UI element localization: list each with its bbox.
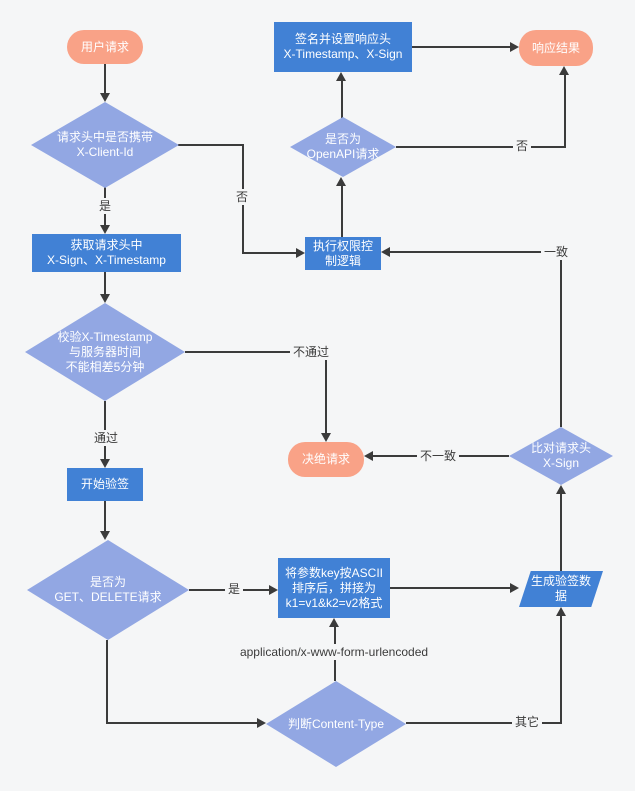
edge-arrowhead: [336, 72, 346, 81]
edge-segment: [242, 252, 297, 254]
node-label: 决绝请求: [301, 452, 350, 466]
edge-segment: [390, 251, 561, 253]
node-label: 请求头中是否携带: [56, 130, 153, 144]
edge-segment: [564, 74, 566, 147]
node-sign-response: 签名并设置响应头 X-Timestamp、X-Sign: [274, 22, 412, 72]
node-label: 是否为: [324, 132, 361, 146]
node-label: 比对请求头: [530, 441, 591, 455]
node-check-content-type: 判断Content-Type: [266, 681, 406, 767]
node-reject-request: 决绝请求: [288, 442, 364, 477]
node-label: 排序后，拼接为: [291, 580, 376, 595]
node-label: OpenAPI请求: [306, 147, 380, 161]
edge-arrowhead: [336, 177, 346, 186]
edge-segment: [185, 351, 327, 353]
edge-segment: [178, 144, 244, 146]
node-start-verify: 开始验签: [67, 468, 143, 501]
edge-arrowhead: [559, 66, 569, 75]
edge-segment: [560, 252, 562, 427]
edge-arrowhead: [269, 585, 278, 595]
edge-label-pass: 通过: [90, 430, 122, 446]
edge-arrowhead: [510, 42, 519, 52]
edge-label-yes: 是: [224, 581, 244, 597]
edge-arrowhead: [100, 225, 110, 234]
edge-label-match: 一致: [540, 244, 572, 260]
edge-segment: [106, 640, 108, 724]
edge-segment: [341, 80, 343, 118]
node-label: GET、DELETE请求: [54, 590, 162, 604]
node-response-result: 响应结果: [519, 30, 593, 66]
node-label: 响应结果: [531, 40, 580, 55]
edge-segment: [325, 351, 327, 434]
edge-label-other: 其它: [511, 714, 543, 730]
edge-segment: [104, 272, 106, 295]
node-label: 制逻辑: [324, 253, 361, 268]
edge-segment: [390, 587, 511, 589]
edge-label-fail: 不通过: [289, 344, 333, 360]
node-label: 生成验签数: [530, 574, 591, 588]
node-is-openapi: 是否为 OpenAPI请求: [290, 117, 396, 177]
edge-label-no: 否: [512, 138, 532, 154]
edge-segment: [341, 185, 343, 237]
node-label: 判断Content-Type: [287, 716, 385, 731]
node-label: X-Sign、X-Timestamp: [47, 253, 166, 267]
edge-segment: [560, 493, 562, 571]
edge-arrowhead: [556, 485, 566, 494]
node-label: 开始验签: [80, 477, 129, 491]
node-label: 用户请求: [80, 39, 129, 54]
node-verify-timestamp: 校验X-Timestamp 与服务器时间 不能相差5分钟: [25, 303, 185, 401]
node-exec-permission: 执行权限控 制逻辑: [305, 237, 381, 270]
node-label: X-Sign: [542, 456, 580, 470]
edge-arrowhead: [257, 718, 266, 728]
edge-arrowhead: [321, 433, 331, 442]
edge-arrowhead: [100, 294, 110, 303]
node-check-client-id: 请求头中是否携带 X-Client-Id: [31, 102, 179, 188]
node-get-headers: 获取请求头中 X-Sign、X-Timestamp: [32, 234, 181, 272]
edge-segment: [560, 616, 562, 724]
node-label: X-Timestamp、X-Sign: [283, 47, 403, 61]
node-gen-sign-data: 生成验签数 据: [519, 571, 603, 607]
edge-label-yes: 是: [95, 198, 115, 214]
edge-arrowhead: [100, 93, 110, 102]
edge-segment: [406, 722, 562, 724]
node-is-get-delete: 是否为 GET、DELETE请求: [27, 540, 189, 640]
edge-label-mismatch: 不一致: [416, 448, 460, 464]
edge-arrowhead: [100, 459, 110, 468]
edge-label-no: 否: [232, 189, 252, 205]
edge-arrowhead: [381, 247, 390, 257]
edge-arrowhead: [510, 583, 519, 593]
node-label: 据: [554, 589, 567, 603]
node-label: 不能相差5分钟: [65, 359, 145, 374]
node-sort-params: 将参数key按ASCII 排序后，拼接为 k1=v1&k2=v2格式: [278, 558, 390, 618]
edge-arrowhead: [364, 451, 373, 461]
edge-segment: [396, 146, 566, 148]
edge-arrowhead: [556, 607, 566, 616]
node-label: 将参数key按ASCII: [284, 565, 384, 580]
edge-segment: [104, 501, 106, 532]
node-label: 获取请求头中: [70, 238, 143, 252]
node-label: 是否为: [89, 575, 126, 589]
node-label: k1=v1&k2=v2格式: [285, 595, 383, 610]
edge-segment: [412, 46, 512, 48]
edge-label-form-urlencoded: application/x-www-form-urlencoded: [236, 644, 432, 660]
node-label: 签名并设置响应头: [294, 32, 391, 46]
edge-arrowhead: [100, 531, 110, 540]
edge-segment: [104, 64, 106, 94]
edge-arrowhead: [329, 618, 339, 627]
edge-segment: [106, 722, 258, 724]
node-compare-sign: 比对请求头 X-Sign: [509, 427, 613, 485]
node-label: 校验X-Timestamp: [57, 329, 153, 344]
node-label: 与服务器时间: [68, 344, 141, 359]
edge-arrowhead: [296, 248, 305, 258]
node-user-request: 用户请求: [67, 30, 143, 64]
node-label: X-Client-Id: [76, 145, 134, 159]
node-label: 执行权限控: [312, 238, 373, 253]
